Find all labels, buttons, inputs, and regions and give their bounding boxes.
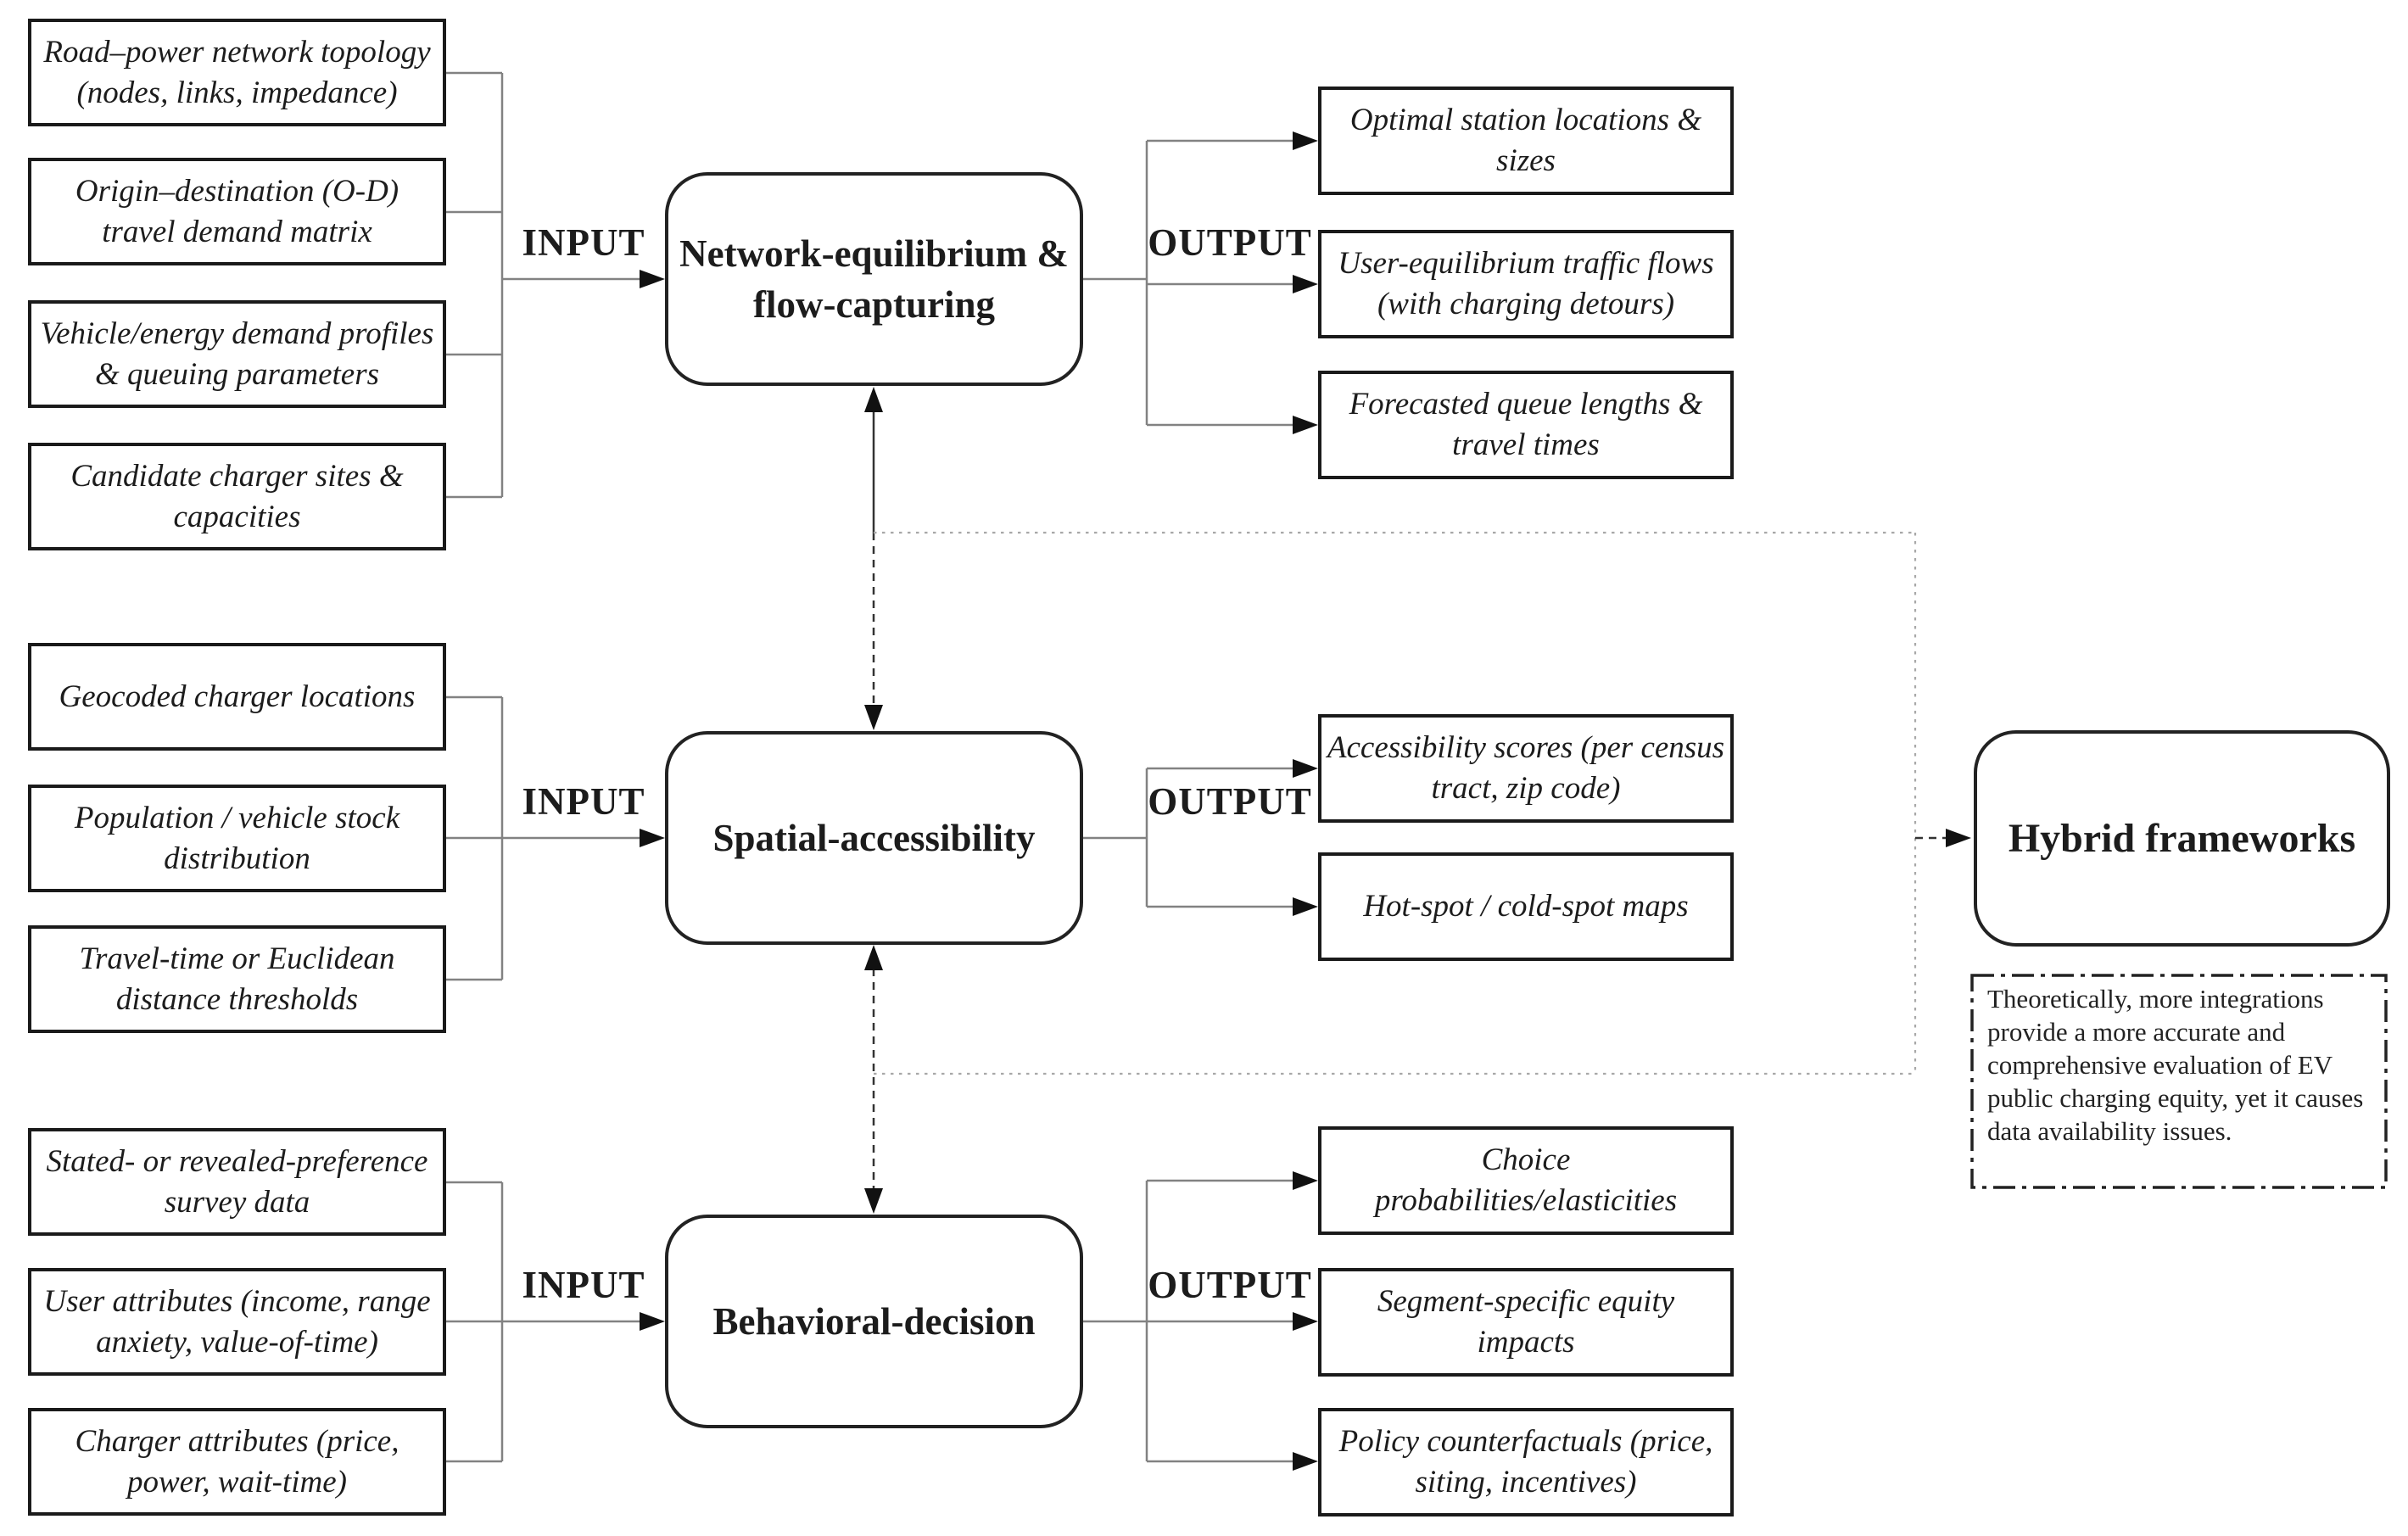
hybrid-note: Theoretically, more integrations provide… bbox=[1987, 984, 2364, 1146]
input-box-preference-survey: Stated- or revealed-preference survey da… bbox=[28, 1128, 446, 1236]
process-box-network-equilibrium: Network-equilibrium & flow-capturing bbox=[665, 172, 1083, 386]
input-label-row3: INPUT bbox=[522, 1264, 645, 1306]
output-label-row3: OUTPUT bbox=[1148, 1264, 1312, 1306]
input-label-row2: INPUT bbox=[522, 780, 645, 823]
output-box-ue-traffic-flows: User-equilibrium traffic flows (with cha… bbox=[1318, 230, 1734, 338]
input-label-row1: INPUT bbox=[522, 221, 645, 264]
process-box-spatial-accessibility: Spatial-accessibility bbox=[665, 731, 1083, 945]
output-box-hotspot-maps: Hot-spot / cold-spot maps bbox=[1318, 852, 1734, 961]
output-label-row2: OUTPUT bbox=[1148, 780, 1312, 823]
input-box-od-demand-matrix: Origin–destination (O-D) travel demand m… bbox=[28, 158, 446, 265]
input-box-charger-attributes: Charger attributes (price, power, wait-t… bbox=[28, 1408, 446, 1516]
input-box-vehicle-energy-demand: Vehicle/energy demand profiles & queuing… bbox=[28, 300, 446, 408]
input-box-candidate-sites: Candidate charger sites & capacities bbox=[28, 443, 446, 550]
input-box-user-attributes: User attributes (income, range anxiety, … bbox=[28, 1268, 446, 1376]
input-box-geocoded-chargers: Geocoded charger locations bbox=[28, 643, 446, 751]
input-box-population-vehicles: Population / vehicle stock distribution bbox=[28, 785, 446, 892]
hybrid-frameworks-box: Hybrid frameworks bbox=[1974, 730, 2390, 947]
output-box-choice-probabilities: Choice probabilities/elasticities bbox=[1318, 1126, 1734, 1235]
input-box-distance-thresholds: Travel-time or Euclidean distance thresh… bbox=[28, 925, 446, 1033]
input-box-road-power-topology: Road–power network topology (nodes, link… bbox=[28, 19, 446, 126]
process-box-behavioral-decision: Behavioral-decision bbox=[665, 1215, 1083, 1428]
output-box-accessibility-scores: Accessibility scores (per census tract, … bbox=[1318, 714, 1734, 823]
output-box-policy-counterfactuals: Policy counterfactuals (price, siting, i… bbox=[1318, 1408, 1734, 1516]
output-label-row1: OUTPUT bbox=[1148, 221, 1312, 264]
output-box-optimal-stations: Optimal station locations & sizes bbox=[1318, 87, 1734, 195]
output-box-queue-forecasts: Forecasted queue lengths & travel times bbox=[1318, 371, 1734, 479]
output-box-segment-equity: Segment-specific equity impacts bbox=[1318, 1268, 1734, 1377]
